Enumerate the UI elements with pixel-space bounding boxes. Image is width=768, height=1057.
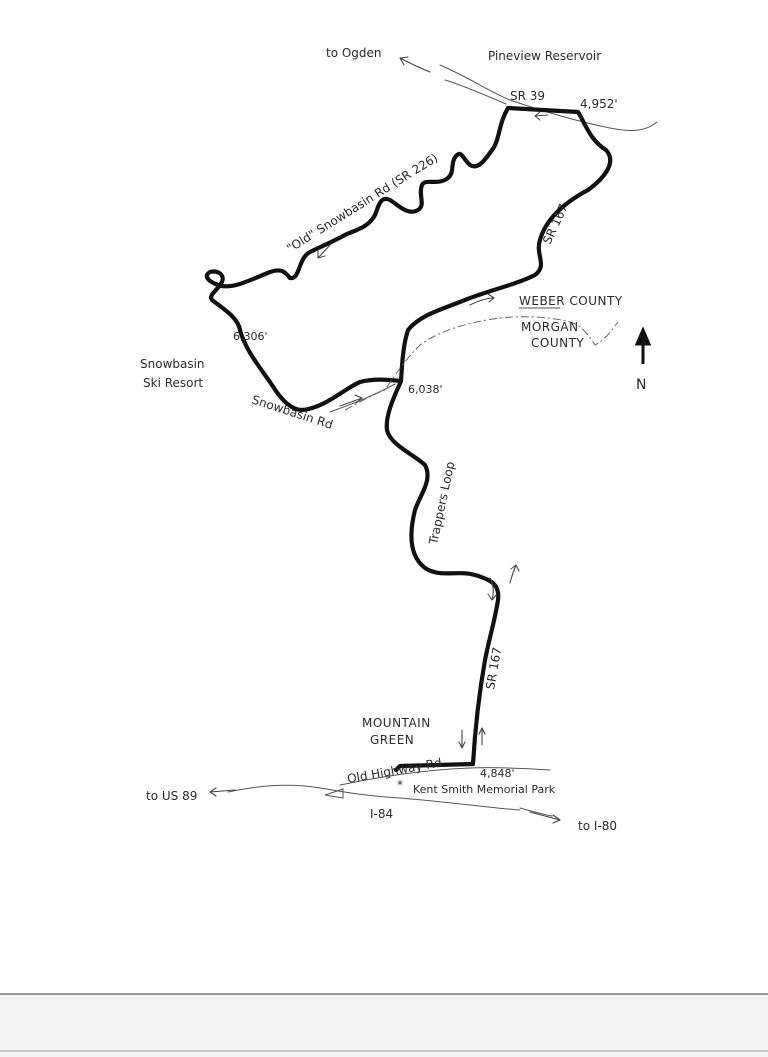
old-highway-line [339, 767, 551, 786]
label-old-snowbasin-rd: "Old" Snowbasin Rd (SR 226) [284, 151, 440, 256]
i84-line [227, 784, 521, 811]
interchange [324, 788, 344, 799]
label-trappers-loop: Trappers Loop [426, 460, 457, 546]
paper-edge [0, 993, 768, 995]
park-marker: * [397, 778, 403, 792]
label-snowbasin-rd: Snowbasin Rd [250, 393, 335, 432]
label-elev-6306: 6,306' [233, 330, 268, 343]
snowbasin-rd-line [329, 383, 396, 413]
label-elev-4848: 4,848' [480, 767, 515, 780]
to-us89-arrow [209, 787, 236, 797]
label-green: GREEN [370, 733, 414, 747]
arrow-trappers-down [487, 577, 497, 601]
label-mountain: MOUNTAIN [362, 716, 431, 730]
label-snowbasin-resort-2: Ski Resort [143, 376, 203, 390]
arrow-trappers-up [509, 564, 520, 584]
scan-bottom-strip [0, 995, 768, 1057]
route-map: * to Ogden Pineview Reservoir SR 39 4,95… [140, 46, 658, 833]
label-snowbasin-resort-1: Snowbasin [140, 357, 205, 371]
road-to-ogden [444, 79, 507, 105]
arrow-sr167-up [478, 727, 486, 746]
label-weber-county: WEBER COUNTY [519, 294, 623, 308]
label-to-ogden: to Ogden [326, 46, 382, 60]
to-i80-arrow [529, 811, 561, 824]
label-i84: I-84 [370, 807, 393, 821]
scan-bottom-line [0, 1050, 768, 1052]
arrow-sr167-north [469, 293, 495, 306]
arrow-old-snowbasin [317, 244, 331, 259]
snowbasin-rd-arrow [339, 394, 363, 407]
reservoir-shoreline [439, 64, 658, 131]
county-line [344, 316, 619, 411]
label-north: N [636, 377, 646, 393]
arrow-sr39-west [534, 111, 549, 121]
route-main-loop [384, 105, 613, 773]
route-old-snowbasin [204, 105, 511, 413]
map-paper [0, 0, 768, 995]
to-ogden-arrow [399, 56, 431, 73]
label-to-us89: to US 89 [146, 789, 197, 803]
label-kent-smith-park: Kent Smith Memorial Park [413, 783, 556, 796]
label-to-i80: to I-80 [578, 819, 617, 833]
label-old-highway-rd: Old Highway Rd [346, 756, 443, 786]
label-sr39: SR 39 [510, 89, 545, 103]
north-arrow-icon [634, 326, 652, 364]
label-morgan: MORGAN [521, 320, 579, 334]
i84-east-line [519, 807, 553, 817]
label-elev-4952: 4,952' [580, 97, 618, 111]
arrow-sr167-down [458, 729, 466, 749]
label-elev-6038: 6,038' [408, 383, 443, 396]
label-pineview-reservoir: Pineview Reservoir [488, 49, 601, 63]
label-county: COUNTY [531, 336, 584, 350]
label-sr167-north: SR 167 [540, 202, 571, 247]
